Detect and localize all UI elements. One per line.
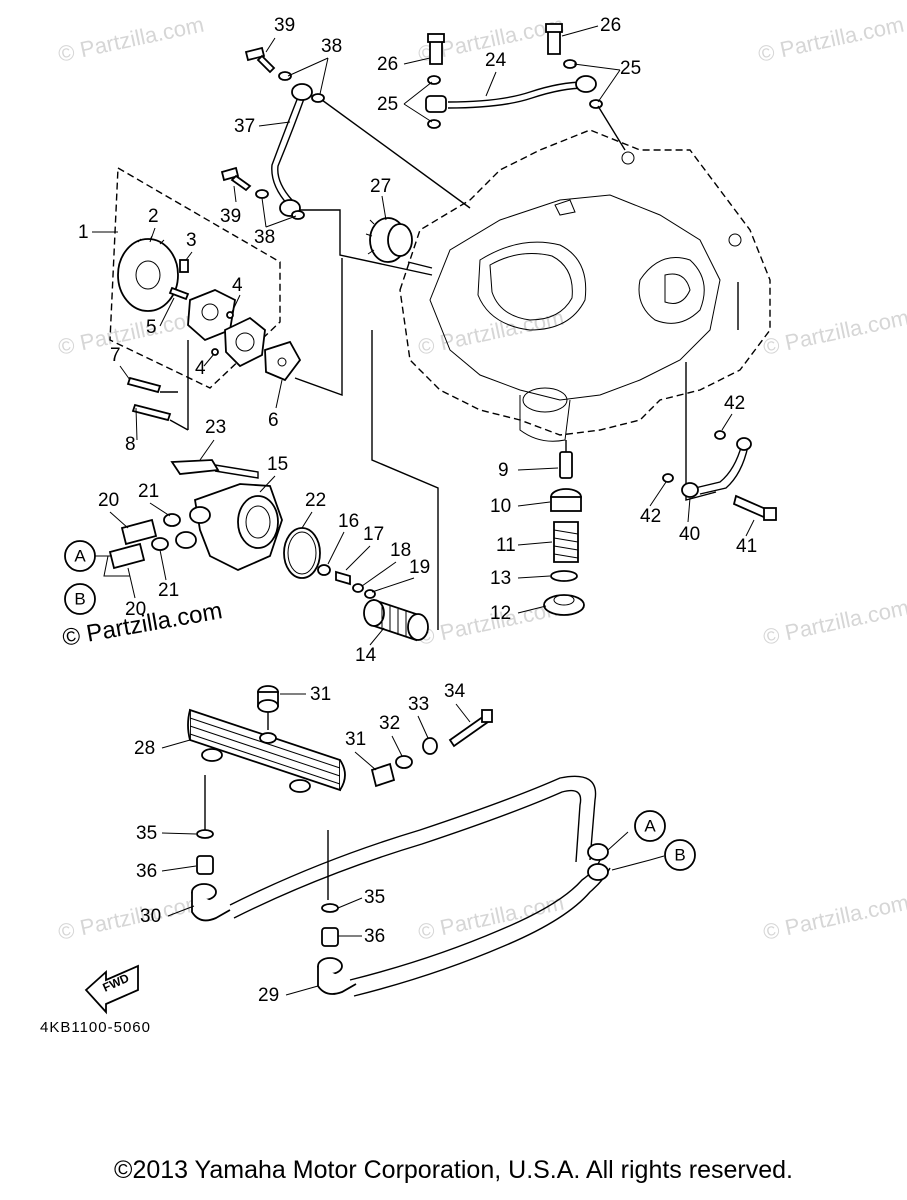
callout-31: 31	[310, 684, 331, 705]
oil-filter-cover	[108, 459, 429, 642]
callout-2: 2	[148, 206, 159, 227]
watermark-layer: © Partzilla.com © Partzilla.com © Partzi…	[56, 12, 907, 945]
callout-10: 10	[490, 496, 511, 517]
callout-39: 39	[274, 15, 295, 36]
callout-38: 38	[321, 36, 342, 57]
watermark: © Partzilla.com	[761, 890, 907, 945]
callout-41: 41	[736, 536, 757, 557]
copyright-footer: ©2013 Yamaha Motor Corporation, U.S.A. A…	[114, 1156, 793, 1184]
callout-15: 15	[267, 454, 288, 475]
connector-a-right: A	[644, 817, 656, 836]
callout-25: 25	[377, 94, 398, 115]
callout-35: 35	[136, 823, 157, 844]
watermark: © Partzilla.com	[56, 12, 206, 67]
watermark: © Partzilla.com	[756, 12, 906, 67]
callout-20: 20	[125, 599, 146, 620]
callout-13: 13	[490, 568, 511, 589]
callout-1: 1	[78, 222, 89, 243]
oil-cooler	[187, 685, 611, 997]
connector-b-right: B	[674, 846, 685, 865]
callout-33: 33	[408, 694, 429, 715]
callout-18: 18	[390, 540, 411, 561]
connector-markers: A B A B	[64, 540, 696, 871]
breather-fitting	[662, 430, 777, 521]
callout-34: 34	[444, 681, 466, 702]
callout-31: 31	[345, 729, 366, 750]
callout-40: 40	[679, 524, 700, 545]
oil-delivery-pipes	[220, 23, 603, 220]
callout-23: 23	[205, 417, 226, 438]
diagram-code: 4KB1100-5060	[40, 1019, 151, 1036]
callout-27: 27	[370, 176, 391, 197]
callout-28: 28	[134, 738, 155, 759]
callout-19: 19	[409, 557, 430, 578]
callout-21: 21	[138, 481, 159, 502]
callout-6: 6	[268, 410, 279, 431]
crankcase	[399, 129, 771, 442]
watermark: © Partzilla.com	[761, 595, 907, 650]
watermark: © Partzilla.com	[416, 890, 566, 945]
callout-11: 11	[496, 535, 516, 556]
callout-8: 8	[125, 434, 136, 455]
callout-17: 17	[363, 524, 384, 545]
callout-26: 26	[600, 15, 621, 36]
callout-35: 35	[364, 887, 385, 908]
callout-4: 4	[195, 358, 206, 379]
callout-38: 38	[254, 227, 275, 248]
watermark: © Partzilla.com	[56, 890, 206, 945]
relief-valve-stack	[543, 451, 585, 616]
callout-29: 29	[258, 985, 279, 1006]
watermark: © Partzilla.com	[416, 305, 566, 360]
leader-lines	[160, 99, 739, 630]
callout-5: 5	[146, 317, 157, 338]
connector-b-left: B	[74, 590, 85, 609]
callout-12: 12	[490, 603, 511, 624]
callout-39: 39	[220, 206, 241, 227]
callout-36: 36	[364, 926, 385, 947]
callout-4: 4	[232, 275, 243, 296]
callout-24: 24	[485, 50, 507, 71]
oil-pump-assembly	[109, 166, 302, 422]
callout-9: 9	[498, 460, 509, 481]
forward-arrow: FWD	[84, 964, 139, 1015]
callout-37: 37	[234, 116, 255, 137]
callout-42: 42	[640, 506, 661, 527]
callout-32: 32	[379, 713, 400, 734]
callout-36: 36	[136, 861, 157, 882]
callout-20: 20	[98, 490, 119, 511]
callout-16: 16	[338, 511, 359, 532]
callout-leaders	[92, 25, 755, 996]
callout-7: 7	[110, 345, 121, 366]
callout-labels: 39 38 37 39 38 26 26 24 25 25 27 1 2 3 4…	[78, 15, 757, 1006]
callout-42: 42	[724, 393, 745, 414]
callout-30: 30	[140, 906, 161, 927]
callout-25: 25	[620, 58, 641, 79]
watermark: © Partzilla.com	[56, 305, 206, 360]
callout-21: 21	[158, 580, 179, 601]
gear-27	[365, 217, 413, 263]
callout-3: 3	[186, 230, 197, 251]
connector-a-left: A	[74, 547, 86, 566]
callout-26: 26	[377, 54, 398, 75]
callout-22: 22	[305, 490, 326, 511]
watermark: © Partzilla.com	[761, 305, 907, 360]
callout-14: 14	[355, 645, 377, 666]
